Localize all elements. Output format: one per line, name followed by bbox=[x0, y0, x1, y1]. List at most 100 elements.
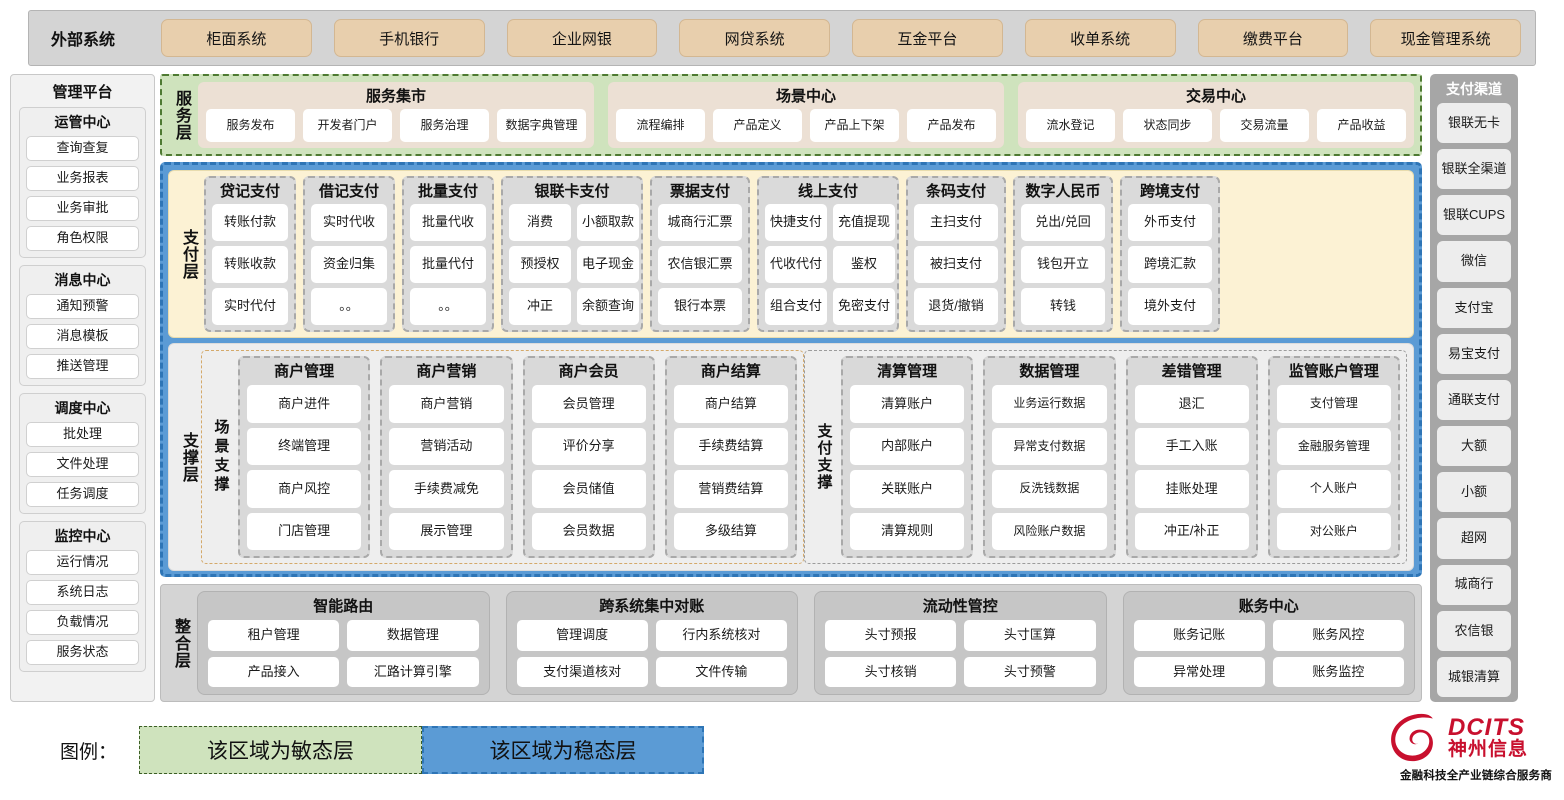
service-item[interactable]: 数据字典管理 bbox=[497, 109, 586, 142]
external-system-item[interactable]: 企业网银 bbox=[506, 19, 658, 57]
external-system-item[interactable]: 手机银行 bbox=[333, 19, 485, 57]
support-item[interactable]: 金融服务管理 bbox=[1276, 427, 1391, 465]
service-item[interactable]: 产品发布 bbox=[907, 109, 996, 142]
payment-item[interactable]: 实时代收 bbox=[311, 204, 387, 241]
payment-channel-item[interactable]: 农信银 bbox=[1437, 610, 1511, 651]
mgmt-item[interactable]: 业务审批 bbox=[26, 196, 139, 221]
external-system-item[interactable]: 现金管理系统 bbox=[1370, 19, 1521, 57]
integration-item[interactable]: 异常处理 bbox=[1133, 656, 1265, 687]
support-item[interactable]: 支付管理 bbox=[1276, 385, 1391, 423]
payment-item[interactable]: 消费 bbox=[509, 204, 571, 241]
support-item[interactable]: 营销费结算 bbox=[673, 470, 788, 508]
support-item[interactable]: 营销活动 bbox=[389, 427, 504, 465]
service-item[interactable]: 状态同步 bbox=[1123, 109, 1212, 142]
payment-channel-item[interactable]: 城银清算 bbox=[1437, 656, 1511, 698]
support-item[interactable]: 手工入账 bbox=[1134, 427, 1249, 465]
payment-item[interactable]: 退货/撤销 bbox=[914, 288, 998, 325]
payment-item[interactable]: 实时代付 bbox=[212, 288, 288, 325]
support-item[interactable]: 商户进件 bbox=[247, 385, 362, 423]
payment-channel-item[interactable]: 银联无卡 bbox=[1437, 103, 1511, 144]
payment-item[interactable]: 资金归集 bbox=[311, 246, 387, 283]
integration-item[interactable]: 账务风控 bbox=[1272, 620, 1404, 651]
integration-item[interactable]: 头寸预警 bbox=[964, 656, 1096, 687]
payment-item[interactable]: 转账付款 bbox=[212, 204, 288, 241]
mgmt-item[interactable]: 推送管理 bbox=[26, 354, 139, 379]
service-item[interactable]: 服务治理 bbox=[400, 109, 489, 142]
external-system-item[interactable]: 互金平台 bbox=[852, 19, 1003, 57]
payment-item[interactable]: 冲正 bbox=[509, 288, 571, 325]
payment-channel-item[interactable]: 超网 bbox=[1437, 518, 1511, 559]
integration-item[interactable]: 头寸匡算 bbox=[964, 620, 1096, 651]
service-item[interactable]: 产品定义 bbox=[713, 109, 802, 142]
payment-item[interactable]: 快捷支付 bbox=[765, 204, 827, 241]
support-item[interactable]: 异常支付数据 bbox=[992, 427, 1107, 465]
payment-channel-item[interactable]: 银联CUPS bbox=[1437, 195, 1511, 236]
support-item[interactable]: 个人账户 bbox=[1276, 470, 1391, 508]
external-system-item[interactable]: 缴费平台 bbox=[1197, 19, 1349, 57]
payment-channel-item[interactable]: 大额 bbox=[1437, 426, 1511, 467]
support-item[interactable]: 商户风控 bbox=[247, 470, 362, 508]
external-system-item[interactable]: 收单系统 bbox=[1024, 19, 1176, 57]
payment-channel-item[interactable]: 城商行 bbox=[1437, 564, 1511, 605]
payment-item[interactable]: 电子现金 bbox=[577, 246, 639, 283]
payment-item[interactable]: 转账收款 bbox=[212, 246, 288, 283]
payment-item[interactable]: 组合支付 bbox=[765, 288, 827, 325]
service-item[interactable]: 流水登记 bbox=[1026, 109, 1115, 142]
payment-channel-item[interactable]: 通联支付 bbox=[1437, 379, 1511, 421]
payment-item[interactable]: 批量代付 bbox=[410, 246, 486, 283]
payment-item[interactable]: 钱包开立 bbox=[1021, 246, 1105, 283]
support-item[interactable]: 终端管理 bbox=[247, 427, 362, 465]
payment-item[interactable]: 外币支付 bbox=[1128, 204, 1212, 241]
payment-item[interactable]: 余额查询 bbox=[577, 288, 639, 325]
service-item[interactable]: 产品收益 bbox=[1317, 109, 1406, 142]
payment-channel-item[interactable]: 微信 bbox=[1437, 241, 1511, 282]
support-item[interactable]: 退汇 bbox=[1134, 385, 1249, 423]
payment-item[interactable]: 跨境汇款 bbox=[1128, 246, 1212, 283]
mgmt-item[interactable]: 负载情况 bbox=[26, 610, 139, 635]
payment-item[interactable]: 免密支付 bbox=[833, 288, 895, 325]
support-item[interactable]: 商户营销 bbox=[389, 385, 504, 423]
payment-item[interactable]: 农信银汇票 bbox=[658, 246, 742, 283]
integration-item[interactable]: 头寸核销 bbox=[825, 656, 957, 687]
service-item[interactable]: 服务发布 bbox=[206, 109, 295, 142]
integration-item[interactable]: 账务记账 bbox=[1133, 620, 1265, 651]
support-item[interactable]: 清算账户 bbox=[850, 385, 965, 423]
support-item[interactable]: 内部账户 bbox=[850, 427, 965, 465]
support-item[interactable]: 手续费减免 bbox=[389, 470, 504, 508]
payment-item[interactable]: 批量代收 bbox=[410, 204, 486, 241]
payment-item[interactable]: 被扫支付 bbox=[914, 246, 998, 283]
mgmt-item[interactable]: 服务状态 bbox=[26, 640, 139, 665]
support-item[interactable]: 评价分享 bbox=[531, 427, 646, 465]
external-system-item[interactable]: 柜面系统 bbox=[161, 19, 312, 57]
payment-item[interactable]: 兑出/兑回 bbox=[1021, 204, 1105, 241]
payment-item[interactable]: 转钱 bbox=[1021, 288, 1105, 325]
support-item[interactable]: 展示管理 bbox=[389, 512, 504, 550]
support-item[interactable]: 关联账户 bbox=[850, 470, 965, 508]
integration-item[interactable]: 数据管理 bbox=[347, 620, 479, 651]
support-item[interactable]: 多级结算 bbox=[673, 512, 788, 550]
mgmt-item[interactable]: 业务报表 bbox=[26, 166, 139, 191]
support-item[interactable]: 会员管理 bbox=[531, 385, 646, 423]
external-system-item[interactable]: 网贷系统 bbox=[679, 19, 830, 57]
service-item[interactable]: 产品上下架 bbox=[810, 109, 899, 142]
support-item[interactable]: 手续费结算 bbox=[673, 427, 788, 465]
support-item[interactable]: 业务运行数据 bbox=[992, 385, 1107, 423]
support-item[interactable]: 风险账户数据 bbox=[992, 512, 1107, 550]
payment-item[interactable]: 主扫支付 bbox=[914, 204, 998, 241]
mgmt-item[interactable]: 通知预警 bbox=[26, 294, 139, 319]
support-item[interactable]: 冲正/补正 bbox=[1134, 512, 1249, 550]
mgmt-item[interactable]: 角色权限 bbox=[26, 226, 139, 251]
support-item[interactable]: 反洗钱数据 bbox=[992, 470, 1107, 508]
mgmt-item[interactable]: 任务调度 bbox=[26, 482, 139, 507]
integration-item[interactable]: 租户管理 bbox=[208, 620, 340, 651]
payment-channel-item[interactable]: 支付宝 bbox=[1437, 287, 1511, 328]
integration-item[interactable]: 文件传输 bbox=[655, 656, 787, 687]
support-item[interactable]: 商户结算 bbox=[673, 385, 788, 423]
mgmt-item[interactable]: 消息模板 bbox=[26, 324, 139, 349]
payment-item[interactable]: 城商行汇票 bbox=[658, 204, 742, 241]
payment-channel-item[interactable]: 小额 bbox=[1437, 472, 1511, 513]
integration-item[interactable]: 支付渠道核对 bbox=[516, 656, 648, 687]
payment-channel-item[interactable]: 银联全渠道 bbox=[1437, 149, 1511, 190]
integration-item[interactable]: 头寸预报 bbox=[825, 620, 957, 651]
payment-item[interactable]: 。。 bbox=[311, 288, 387, 325]
